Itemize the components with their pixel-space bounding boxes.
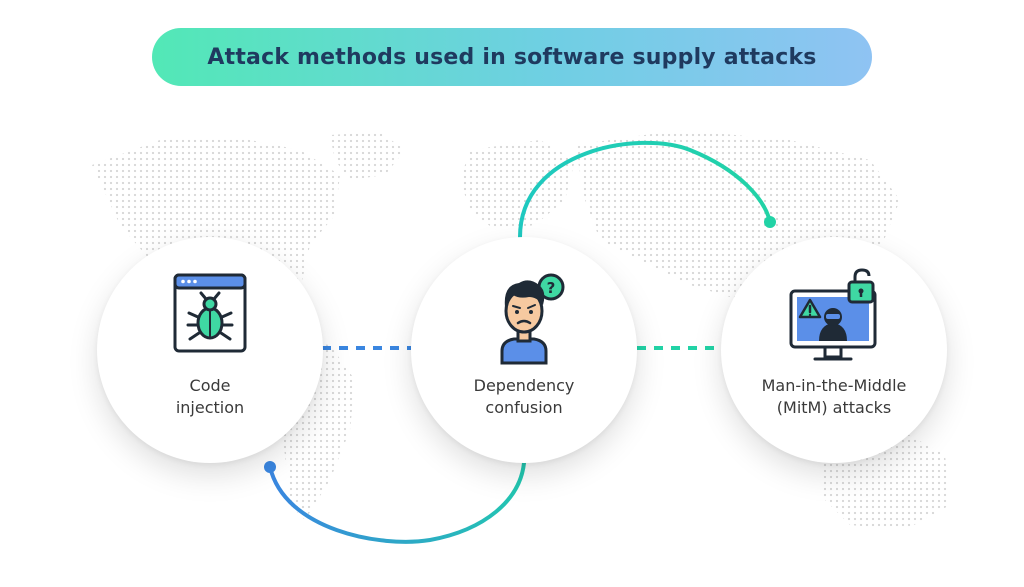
bug-window-icon (173, 273, 247, 353)
bottom-arc-start-dot (264, 461, 276, 473)
bottom-connector-arc (268, 461, 526, 544)
node-label-line1: Code (189, 376, 231, 395)
node-label: Code injection (97, 375, 323, 419)
diagram-title: Attack methods used in software supply a… (207, 44, 817, 70)
node-label-line2: (MitM) attacks (776, 398, 892, 417)
node-dependency-confusion: ? Dependency confusion (411, 237, 637, 463)
node-label-line1: Man-in-the-Middle (761, 376, 907, 395)
node-code-injection: Code injection (97, 237, 323, 463)
node-label-line2: injection (175, 398, 245, 417)
node-mitm-attacks: Man-in-the-Middle (MitM) attacks (721, 237, 947, 463)
svg-text:?: ? (547, 279, 556, 297)
title-banner: Attack methods used in software supply a… (152, 28, 872, 86)
node-label: Man-in-the-Middle (MitM) attacks (721, 375, 947, 419)
hacker-monitor-icon (789, 268, 877, 361)
top-arc-end-dot (764, 216, 776, 228)
confused-person-icon: ? (500, 273, 565, 365)
node-label-line2: confusion (485, 398, 563, 417)
top-connector-arc (518, 140, 772, 239)
node-label: Dependency confusion (411, 375, 637, 419)
node-label-line1: Dependency (473, 376, 575, 395)
